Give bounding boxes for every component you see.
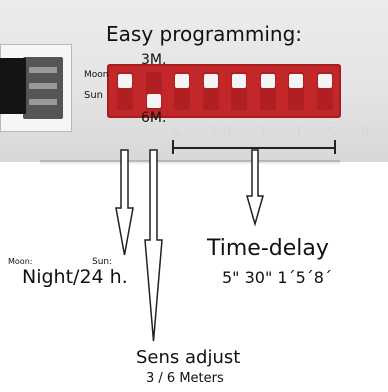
diagram-title: Easy programming: [106,22,303,46]
night-mode-arrow [115,149,134,256]
connector-pin [29,83,57,89]
time-delay-values: 5" 30" 1´5´8´ [222,268,332,287]
range-3m-label: 3M. [141,52,167,68]
cable [0,58,26,114]
dip-switch-knob [289,74,303,88]
sensitivity-heading: Sens adjust [136,347,241,368]
dip-switch-knob [260,74,275,88]
dip-switch-6 [259,72,276,110]
dip-switch-knob [232,74,246,88]
night-mode-text: Night/24 h. [22,266,128,288]
switch-printed-legend: 5" 30" 1' 3' 5' 8' [172,126,385,141]
dip-switch-1 [117,72,133,110]
sensitivity-values: 3 / 6 Meters [146,371,224,386]
dip-switch-knob [317,74,332,88]
connector-pin [29,99,57,105]
sensitivity-arrow [144,149,163,342]
time-delay-bracket [172,140,336,154]
dip-switch-4 [202,72,219,110]
dip-switch-8 [316,72,333,110]
dip-switch-knob [203,74,218,88]
night-sun-label: Sun: [92,257,113,267]
dip-switch-block [107,64,341,118]
housing-shadow [40,160,340,165]
night-moon-label: Moon: [8,257,33,266]
dip-switch-7 [288,72,304,110]
time-delay-heading: Time-delay [207,236,329,261]
dip-switch-knob [175,74,189,88]
switch-sun-label: Sun [84,90,104,101]
connector-pin [29,67,57,73]
range-6m-label: 6M. [141,110,167,126]
time-delay-arrow [246,149,264,227]
dip-switch-knob [146,94,161,108]
dip-switch-2 [145,72,162,110]
dip-switch-knob [118,74,132,88]
dip-switch-5 [231,72,247,110]
dip-switch-3 [174,72,190,110]
switch-moon-label: Moon [84,70,109,80]
